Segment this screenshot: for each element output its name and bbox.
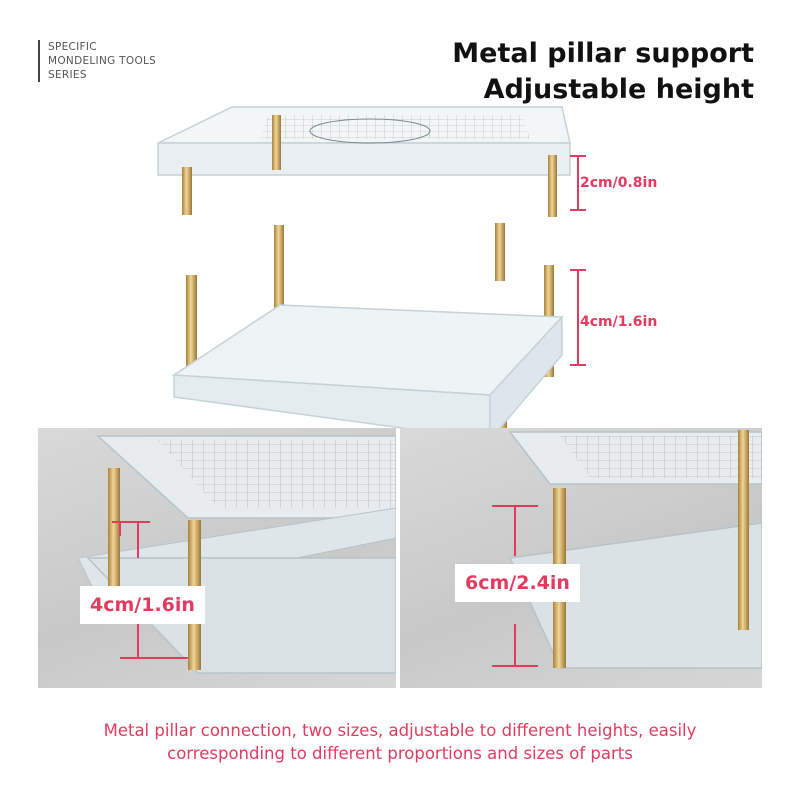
short-pillar — [272, 115, 281, 170]
short-pillar — [182, 167, 192, 215]
dimension-2cm-label: 2cm/0.8in — [580, 175, 658, 191]
headline-line-2: Adjustable height — [483, 74, 754, 105]
brand-line-1: SPECIFIC — [48, 41, 97, 53]
caption: Metal pillar connection, two sizes, adju… — [0, 719, 800, 765]
brand-line-2: MONDELING TOOLS — [48, 55, 157, 67]
dimension-4cm-label: 4cm/1.6in — [580, 314, 658, 330]
exploded-stand-illustration — [157, 106, 571, 453]
top-dimension-markers — [570, 155, 586, 366]
caption-line-2: corresponding to different proportions a… — [167, 744, 633, 763]
short-pillar — [548, 155, 557, 217]
long-pillar — [186, 275, 197, 385]
short-pillar — [495, 223, 505, 281]
caption-line-1: Metal pillar connection, two sizes, adju… — [103, 721, 697, 740]
brand-line-3: SERIES — [48, 69, 87, 81]
long-pillar — [274, 225, 284, 345]
photo-panel-6cm — [400, 428, 762, 688]
headline: Metal pillar support Adjustable height — [452, 36, 754, 108]
dimension-4cm-box: 4cm/1.6in — [80, 586, 205, 624]
photo-panel-4cm — [38, 428, 396, 688]
dimension-6cm-box: 6cm/2.4in — [455, 564, 580, 602]
brand-series-label: SPECIFIC MONDELING TOOLS SERIES — [38, 40, 156, 82]
top-acrylic-plate — [157, 106, 571, 176]
bottom-acrylic-plate — [171, 304, 564, 443]
headline-line-1: Metal pillar support — [452, 38, 754, 69]
